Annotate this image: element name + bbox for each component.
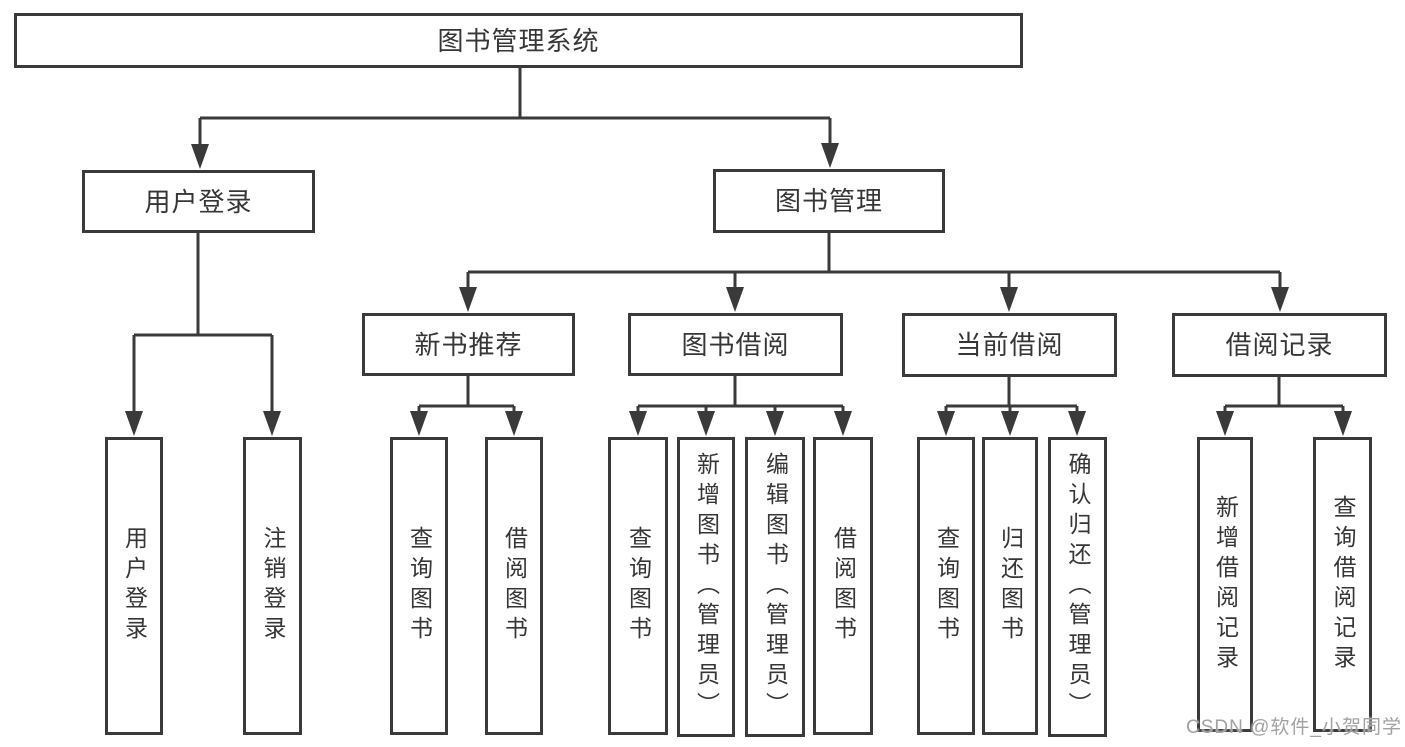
node-book-borrow: 图书借阅 xyxy=(628,313,843,376)
leaf-borrow-edit-book: 编辑图书（管理员） xyxy=(745,437,805,737)
arrowhead-borrow-records xyxy=(1271,287,1289,312)
csdn-watermark: CSDN @软件_小贺同学 xyxy=(1186,717,1402,738)
arrowhead-cb-confirm xyxy=(1068,411,1086,436)
leaf-borrow-add-book: 新增图书（管理员） xyxy=(677,437,735,737)
leaf-newrec-borrow-book: 借阅图书 xyxy=(485,437,543,735)
arrowhead-book-borrow xyxy=(726,287,744,312)
leaf-user-login: 用户登录 xyxy=(105,437,163,735)
node-new-book-rec: 新书推荐 xyxy=(362,313,575,376)
arrowhead-cb-return xyxy=(1001,411,1019,436)
arrowhead-nb-query xyxy=(410,411,428,436)
arrowhead-new-book-rec xyxy=(459,287,477,312)
leaf-current-return-book: 归还图书 xyxy=(982,437,1038,735)
leaf-records-query-record: 查询借阅记录 xyxy=(1313,437,1372,732)
leaf-records-add-record: 新增借阅记录 xyxy=(1197,437,1253,732)
leaf-current-confirm-return: 确认归还（管理员） xyxy=(1048,437,1107,737)
node-root: 图书管理系统 xyxy=(14,13,1023,68)
arrowhead-logout xyxy=(263,411,281,436)
node-current-borrow: 当前借阅 xyxy=(902,313,1117,377)
arrowhead-bb-query xyxy=(629,411,647,436)
leaf-borrow-query-book: 查询图书 xyxy=(608,437,668,735)
arrowhead-bb-edit xyxy=(766,411,784,436)
node-user-login: 用户登录 xyxy=(82,170,315,233)
arrowhead-br-query xyxy=(1334,411,1352,436)
arrowhead-user-login xyxy=(191,144,209,169)
leaf-current-query-book: 查询图书 xyxy=(917,437,975,735)
arrowhead-login xyxy=(125,411,143,436)
arrowhead-bb-borrow xyxy=(834,411,852,436)
node-borrow-records: 借阅记录 xyxy=(1172,313,1387,377)
leaf-newrec-query-book: 查询图书 xyxy=(390,437,448,735)
arrowhead-br-add xyxy=(1216,411,1234,436)
leaf-borrow-borrow-book: 借阅图书 xyxy=(813,437,873,735)
arrowhead-cb-query xyxy=(937,411,955,436)
arrowhead-bb-add xyxy=(697,411,715,436)
leaf-logout: 注销登录 xyxy=(243,437,302,735)
arrowhead-current-borrow xyxy=(1000,287,1018,312)
arrowhead-book-mgmt xyxy=(821,143,839,168)
node-book-mgmt: 图书管理 xyxy=(713,169,945,233)
arrowhead-nb-borrow xyxy=(505,411,523,436)
